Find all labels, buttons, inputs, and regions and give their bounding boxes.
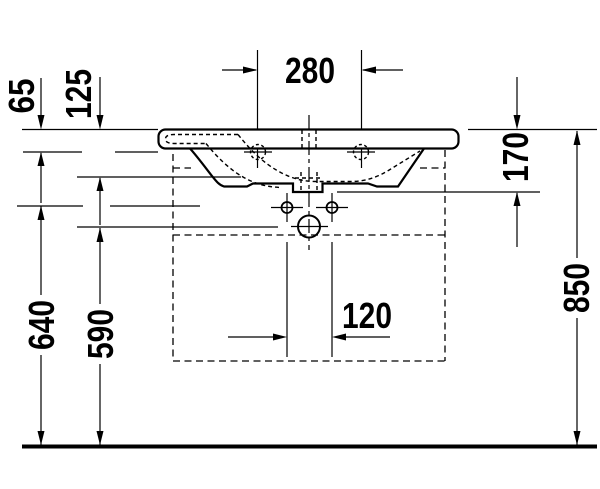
basin-bowl-outline [189, 147, 425, 194]
arrowhead-down [96, 431, 104, 445]
arrowhead-up [37, 152, 45, 166]
arrowhead-down [37, 431, 45, 445]
arrowhead-up [96, 177, 104, 191]
fixing-hole-left [271, 193, 303, 222]
dimension-120 [228, 333, 390, 341]
arrowhead-up [513, 192, 521, 206]
arrowhead-left [361, 66, 376, 74]
dimension-label-65: 65 [1, 79, 42, 114]
label-gap-640 [25, 295, 57, 355]
arrowhead-right [273, 333, 287, 341]
fixing-hole-right [316, 193, 348, 222]
arrowhead-up [37, 205, 45, 220]
dimension-label-640: 640 [21, 300, 62, 350]
dimension-65 [37, 78, 45, 203]
arrowhead-up [573, 130, 581, 145]
arrowhead-left [332, 333, 346, 341]
faucet-hole-right [347, 143, 375, 161]
arrowhead-down [96, 115, 104, 130]
dimension-label-170: 170 [495, 132, 536, 182]
inner-bowl-upper-curve [237, 134, 421, 183]
dimension-label-590: 590 [80, 309, 121, 359]
arrowhead-right [243, 66, 258, 74]
vanity-unit-outline [172, 150, 446, 362]
faucet-hole-left [244, 143, 272, 161]
washbasin [157, 128, 460, 194]
arrowhead-down [513, 115, 521, 130]
label-gap-850 [560, 258, 592, 318]
dimension-125 [96, 77, 104, 225]
basin-hidden-edges [164, 130, 421, 190]
dimension-label-280: 280 [285, 50, 335, 91]
dimension-label-850: 850 [556, 263, 597, 313]
dimension-170 [513, 77, 521, 247]
dimension-280 [222, 66, 403, 74]
inner-bowl-lower-curve [205, 143, 282, 189]
dimension-label-120: 120 [342, 295, 392, 336]
label-gap-590 [84, 304, 116, 364]
arrowhead-up [96, 227, 104, 242]
arrowhead-down [37, 115, 45, 130]
dimension-label-125: 125 [58, 69, 99, 119]
arrowhead-down [573, 431, 581, 445]
